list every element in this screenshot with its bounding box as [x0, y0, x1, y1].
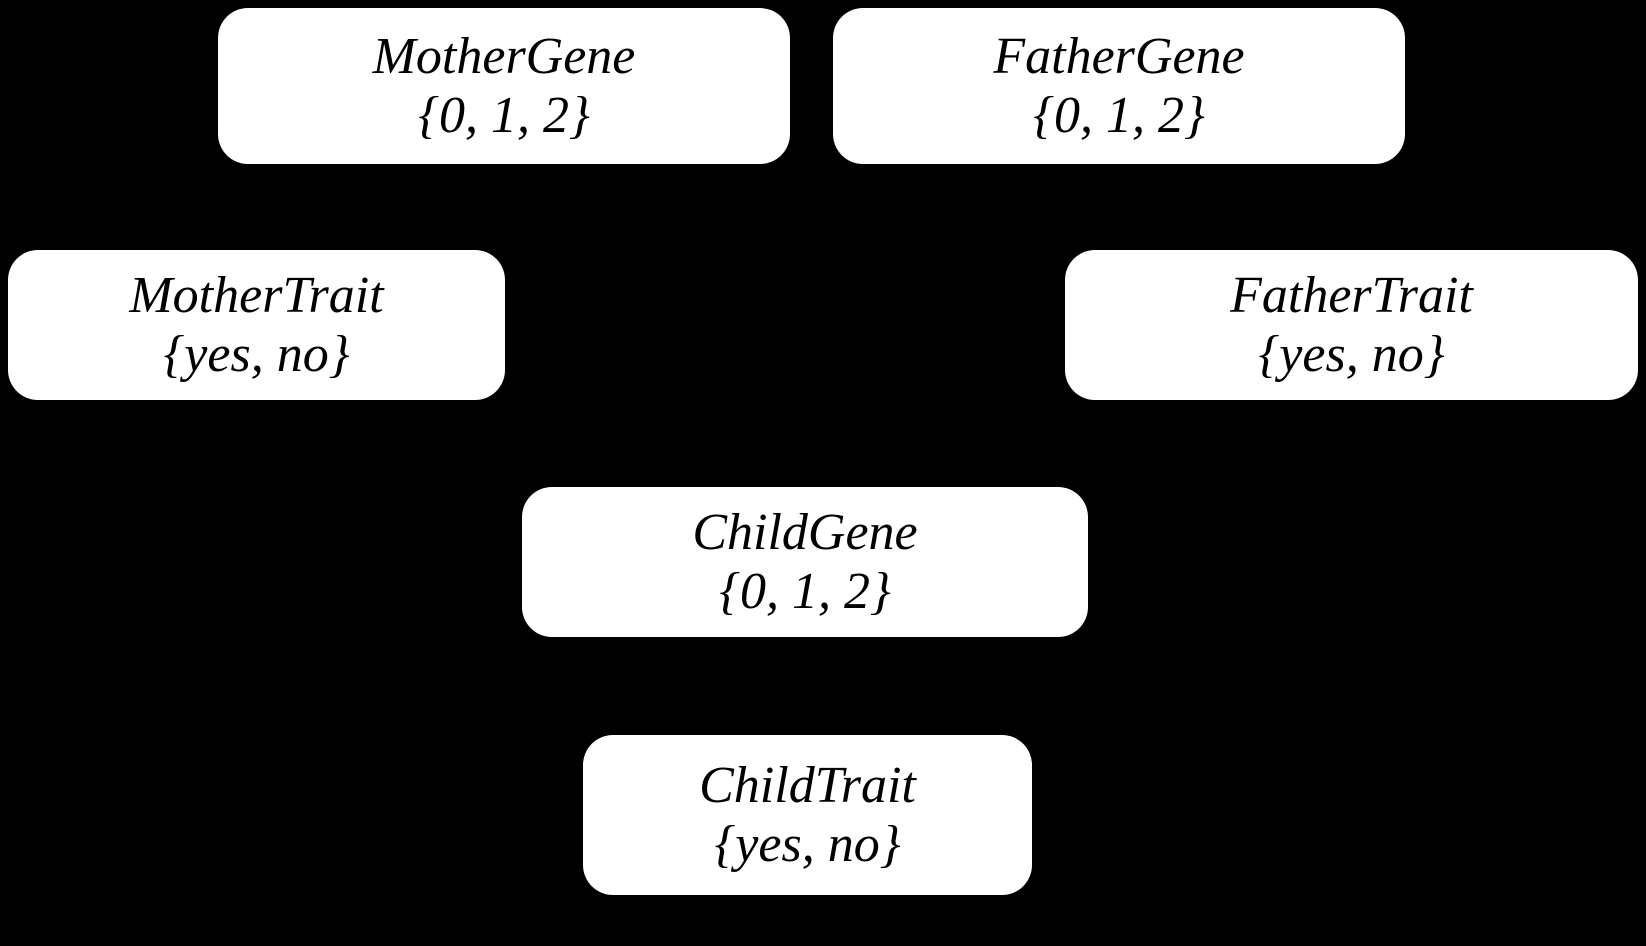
- node-mother-gene-domain: {0, 1, 2}: [418, 87, 590, 144]
- node-mother-trait-label: MotherTrait: [129, 266, 384, 324]
- node-child-trait-label: ChildTrait: [699, 756, 916, 814]
- node-father-trait-label: FatherTrait: [1230, 266, 1473, 324]
- node-child-trait[interactable]: ChildTrait{yes, no}: [583, 735, 1032, 895]
- node-child-gene-label: ChildGene: [692, 503, 918, 561]
- node-father-trait-domain: {yes, no}: [1258, 326, 1445, 383]
- node-mother-gene[interactable]: MotherGene{0, 1, 2}: [218, 8, 790, 164]
- node-child-trait-domain: {yes, no}: [714, 816, 901, 873]
- node-father-trait[interactable]: FatherTrait{yes, no}: [1065, 250, 1638, 400]
- node-mother-gene-label: MotherGene: [372, 27, 636, 85]
- node-father-gene[interactable]: FatherGene{0, 1, 2}: [833, 8, 1405, 164]
- node-mother-trait[interactable]: MotherTrait{yes, no}: [8, 250, 505, 400]
- node-child-gene[interactable]: ChildGene{0, 1, 2}: [522, 487, 1088, 637]
- node-mother-trait-domain: {yes, no}: [163, 326, 350, 383]
- node-child-gene-domain: {0, 1, 2}: [719, 563, 891, 620]
- node-father-gene-label: FatherGene: [993, 27, 1245, 85]
- node-father-gene-domain: {0, 1, 2}: [1033, 87, 1205, 144]
